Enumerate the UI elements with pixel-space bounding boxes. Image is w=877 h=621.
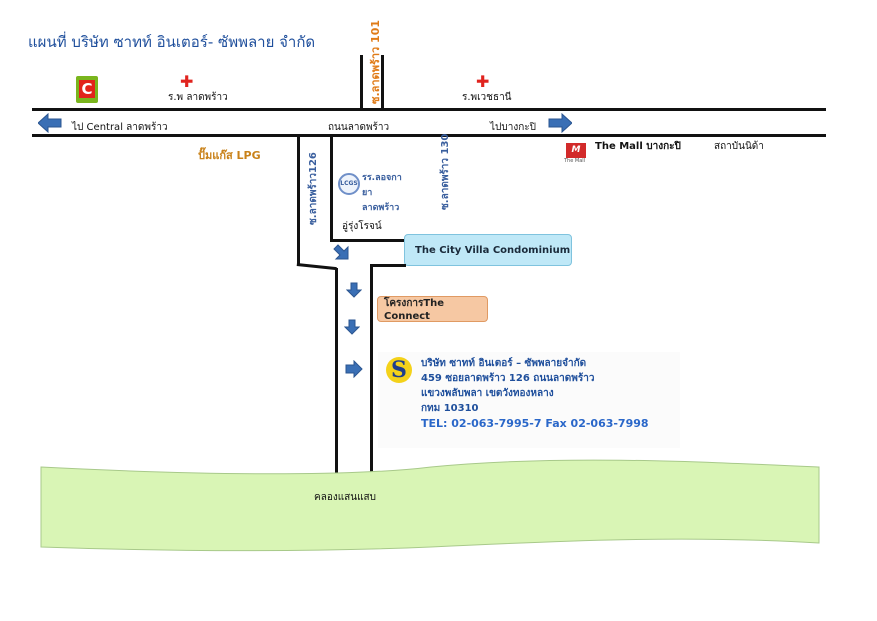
company-address-line3: กทม 10310 bbox=[421, 403, 479, 414]
soi-lower-left bbox=[335, 268, 338, 478]
soi-lower-right bbox=[370, 264, 373, 472]
arrow-left-icon bbox=[38, 113, 62, 133]
company-name: บริษัท ซาทท์ อินเตอร์ – ซัพพลายจำกัด bbox=[421, 358, 587, 369]
hospital-cross-icon: ✚ bbox=[476, 72, 490, 91]
company-panel bbox=[378, 352, 680, 448]
to-central-label: ไป Central ลาดพร้าว bbox=[72, 122, 168, 133]
company-address-line2: แขวงพลับพลา เขตวังทองหลาง bbox=[421, 388, 554, 399]
arrow-diagonal-icon bbox=[333, 244, 349, 260]
the-mall-label: The Mall บางกะปิ bbox=[595, 141, 681, 152]
map-title: แผนที่ บริษัท ซาทท์ อินเตอร์- ซัพพลาย จำ… bbox=[28, 33, 316, 51]
hospital-left-label: ร.พ ลาดพร้าว bbox=[168, 92, 228, 103]
condo-box: The City Villa Condominium bbox=[404, 234, 572, 266]
soi101-road-right bbox=[381, 55, 384, 110]
soi126-label: ซ.ลาดพร้าว126 bbox=[308, 152, 319, 225]
soi101-road-left bbox=[360, 55, 363, 110]
school-logo-text: LCGS bbox=[340, 180, 358, 187]
institute-label: สถาบันนิด้า bbox=[714, 141, 764, 152]
arrow-down-icon bbox=[346, 282, 362, 298]
company-tel: TEL: 02-063-7995-7 Fax 02-063-7998 bbox=[421, 417, 649, 430]
soi101-label: ซ.ลาดพร้าว 101 bbox=[369, 19, 382, 104]
condo-label: The City Villa Condominium bbox=[415, 244, 571, 256]
hospital-right-label: ร.พเวชธานี bbox=[462, 92, 512, 103]
lpg-station-label: ปั๊มแก๊ส LPG bbox=[198, 149, 261, 162]
arrow-right-icon bbox=[548, 113, 572, 133]
school-logo: LCGS bbox=[338, 173, 360, 195]
to-bangkapi-label: ไปบางกะปิ bbox=[490, 122, 536, 133]
soi-left-diagonal bbox=[296, 263, 337, 271]
soi126-road-left bbox=[297, 136, 300, 266]
company-address-line1: 459 ซอยลาดพร้าว 126 ถนนลาดพร้าว bbox=[421, 373, 595, 384]
garage-road bbox=[330, 239, 406, 242]
hospital-cross-icon: ✚ bbox=[180, 72, 194, 91]
canal-area bbox=[40, 459, 820, 552]
project-label: โครงการThe Connect bbox=[384, 298, 445, 322]
arrow-right-icon bbox=[345, 360, 363, 378]
arrow-down-icon bbox=[344, 319, 360, 335]
company-logo: S bbox=[386, 357, 412, 383]
canal-label: คลองแสนแสบ bbox=[314, 492, 376, 503]
soi130-label: ซ.ลาดพร้าว 130 bbox=[440, 133, 451, 210]
the-mall-logo-caption: The Mall bbox=[564, 158, 586, 164]
main-road-bottom-edge bbox=[32, 134, 826, 137]
soi126-road-right bbox=[330, 136, 333, 240]
garage-label: อู่รุ่งโรจน์ bbox=[342, 221, 382, 232]
company-contact: บริษัท ซาทท์ อินเตอร์ – ซัพพลายจำกัด 459… bbox=[421, 356, 649, 431]
the-mall-logo: M bbox=[566, 143, 586, 158]
main-road-top-edge bbox=[32, 108, 826, 111]
school-label: รร.ลอจกายา ลาดพร้าว bbox=[362, 173, 402, 213]
soi-right-top bbox=[370, 264, 406, 267]
main-road-label: ถนนลาดพร้าว bbox=[328, 122, 390, 133]
bigc-logo: C bbox=[76, 76, 98, 103]
project-box: โครงการThe Connect bbox=[377, 296, 488, 322]
